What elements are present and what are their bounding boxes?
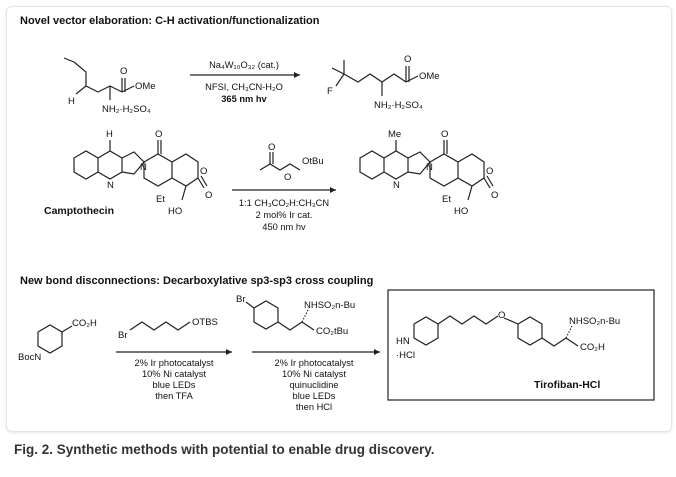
r2-product-ring-o: O [486, 166, 493, 177]
r2-condition-catalyst: 2 mol% Ir cat. [256, 210, 313, 220]
reaction2-reagent: O O OtBu [259, 142, 324, 183]
r3-step2-cond-hcl: then HCl [296, 402, 332, 412]
section-title-cross-coupling: New bond disconnections: Decarboxylative… [20, 275, 373, 287]
r2-sm-ketone-o: O [155, 129, 162, 140]
r2-product-ho-label: HO [454, 206, 468, 217]
r1-condition-light: 365 nm hv [221, 94, 267, 104]
r3-sm2-otbs-label: OTBS [192, 317, 218, 328]
r2-sm-ring-o: O [200, 166, 207, 177]
r2-sm-et-label: Et [156, 194, 165, 205]
r2-product-et-label: Et [442, 194, 451, 205]
tirofiban-product-box: O HN ·HCl NHSO₂n-Bu CO₂H Tirofiban-HCl [387, 289, 655, 401]
r2-product-n1-label: N [393, 180, 400, 191]
r3-sm3-br-label: Br [236, 294, 246, 305]
reaction2-product: Me N N O O O Et HO [359, 129, 498, 217]
reaction3-step1-arrow [116, 349, 232, 355]
r3-step1-cond-ni: 10% Ni catalyst [142, 369, 206, 379]
figure-caption: Fig. 2. Synthetic methods with potential… [14, 442, 435, 457]
r3-sm1-acid-label: CO₂H [72, 318, 97, 329]
r2-product-ketone-o: O [441, 129, 448, 140]
r3-step2-cond-quinuclidine: quinuclidine [289, 380, 338, 390]
reaction1-arrow [190, 72, 300, 78]
r2-condition-solvent: 1:1 CH₃CO₂H:CH₃CN [239, 198, 329, 208]
r1-condition-catalyst: Na₄W₁₀O₃₂ (cat.) [209, 60, 279, 70]
r2-product-carbonyl-o: O [491, 190, 498, 201]
r1-product-carbonyl-o: O [404, 54, 411, 65]
r2-condition-light: 450 nm hv [262, 222, 306, 232]
r1-sm-ester-label: OMe [135, 81, 156, 92]
r2-reagent-peroxy-o: O [284, 172, 291, 183]
reaction3-sm-bromide: Br OTBS [118, 317, 218, 341]
r1-product-ester-label: OMe [419, 71, 440, 82]
r3-step1-cond-tfa: then TFA [155, 391, 193, 401]
r1-sm-amine-label: NH₂·H₂SO₄ [102, 104, 151, 115]
tirofiban-hcl-label: ·HCl [396, 350, 415, 361]
r3-step2-cond-ni: 10% Ni catalyst [282, 369, 346, 379]
r2-product-n2-label: N [426, 162, 433, 173]
r1-sm-carbonyl-o: O [120, 66, 127, 77]
tirofiban-acid-label: CO₂H [580, 342, 605, 353]
section-title-ch-activation: Novel vector elaboration: C-H activation… [20, 15, 320, 27]
r2-reagent-carbonyl-o: O [268, 142, 275, 153]
reaction2-arrow [232, 187, 336, 193]
r2-sm-h-label: H [106, 129, 113, 140]
r3-sm1-boc-label: BocN [18, 352, 41, 363]
reaction3-sm-bromophenylalanine: Br NHSO₂n-Bu CO₂tBu [236, 294, 355, 337]
tirofiban-hn-label: HN [396, 336, 410, 347]
tirofiban-ether-o: O [498, 310, 505, 321]
r3-step1-cond-leds: blue LEDs [153, 380, 196, 390]
r3-sm3-nh-label: NHSO₂n-Bu [304, 300, 355, 311]
r1-sm-h-label: H [68, 96, 75, 107]
r3-sm2-br-label: Br [118, 330, 128, 341]
reaction1-product: F O OMe NH₂·H₂SO₄ [327, 54, 440, 111]
r3-step2-cond-ir: 2% Ir photocatalyst [274, 358, 353, 368]
r3-step2-cond-leds: blue LEDs [293, 391, 336, 401]
camptothecin-name: Camptothecin [44, 205, 114, 217]
r1-condition-reagents: NFSI, CH₃CN-H₂O [205, 82, 283, 92]
r1-product-f-label: F [327, 86, 333, 97]
r2-sm-carbonyl-o: O [205, 190, 212, 201]
r1-product-amine-label: NH₂·H₂SO₄ [374, 100, 423, 111]
r2-sm-n1-label: N [107, 180, 114, 191]
r3-sm3-ester-label: CO₂tBu [316, 326, 348, 337]
r2-reagent-otbu-label: OtBu [302, 156, 324, 167]
reaction1-starting-material: H O OMe NH₂·H₂SO₄ [63, 57, 156, 115]
r2-sm-n2-label: N [140, 162, 147, 173]
reaction3-sm-piperidine-acid: CO₂H BocN [18, 318, 97, 363]
r2-sm-ho-label: HO [168, 206, 182, 217]
r2-product-me-label: Me [388, 129, 401, 140]
tirofiban-nh-label: NHSO₂n-Bu [569, 316, 620, 327]
reaction-scheme: Novel vector elaboration: C-H activation… [18, 15, 655, 412]
reaction3-step2-arrow [252, 349, 380, 355]
r3-step1-cond-ir: 2% Ir photocatalyst [134, 358, 213, 368]
reaction2-starting-material: H N N O O O Et HO Camptothecin [44, 129, 212, 217]
scheme-panel: Novel vector elaboration: C-H activation… [14, 12, 662, 424]
tirofiban-name: Tirofiban-HCl [534, 379, 600, 391]
